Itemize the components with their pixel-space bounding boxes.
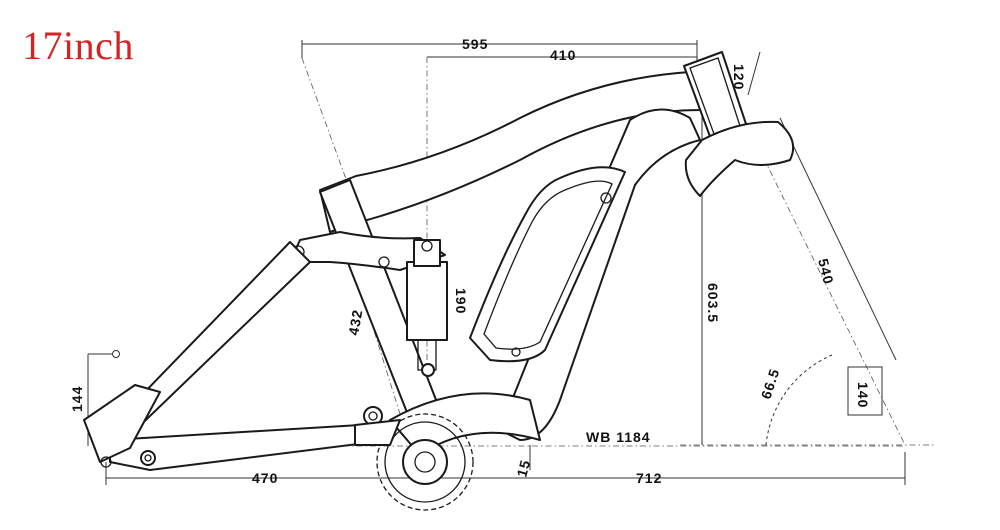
top-length-label: 595 bbox=[462, 36, 488, 52]
rear-axle-height-label: 144 bbox=[69, 386, 85, 412]
fork-length-label: 540 bbox=[815, 257, 837, 286]
bb-drop-label: 15 bbox=[513, 458, 533, 479]
shock-length-label: 190 bbox=[453, 288, 469, 314]
frame-size-title: 17inch bbox=[22, 23, 134, 68]
front-center-label: 712 bbox=[636, 470, 662, 486]
fork-offset-label: 140 bbox=[855, 382, 871, 408]
head-angle-label: 66.5 bbox=[758, 366, 783, 401]
wheelbase-label: WB 1184 bbox=[586, 429, 651, 445]
frame-outline bbox=[83, 51, 794, 511]
chainstay-label: 470 bbox=[252, 470, 278, 486]
dimension-lines bbox=[87, 40, 935, 485]
head-tube-label: 120 bbox=[731, 64, 747, 90]
seat-tube-label: 432 bbox=[345, 308, 365, 337]
reach-label: 410 bbox=[550, 47, 576, 63]
stack-label: 603.5 bbox=[705, 283, 721, 323]
dimension-labels: 595 410 120 540 603.5 190 432 144 66.5 1… bbox=[69, 36, 871, 486]
